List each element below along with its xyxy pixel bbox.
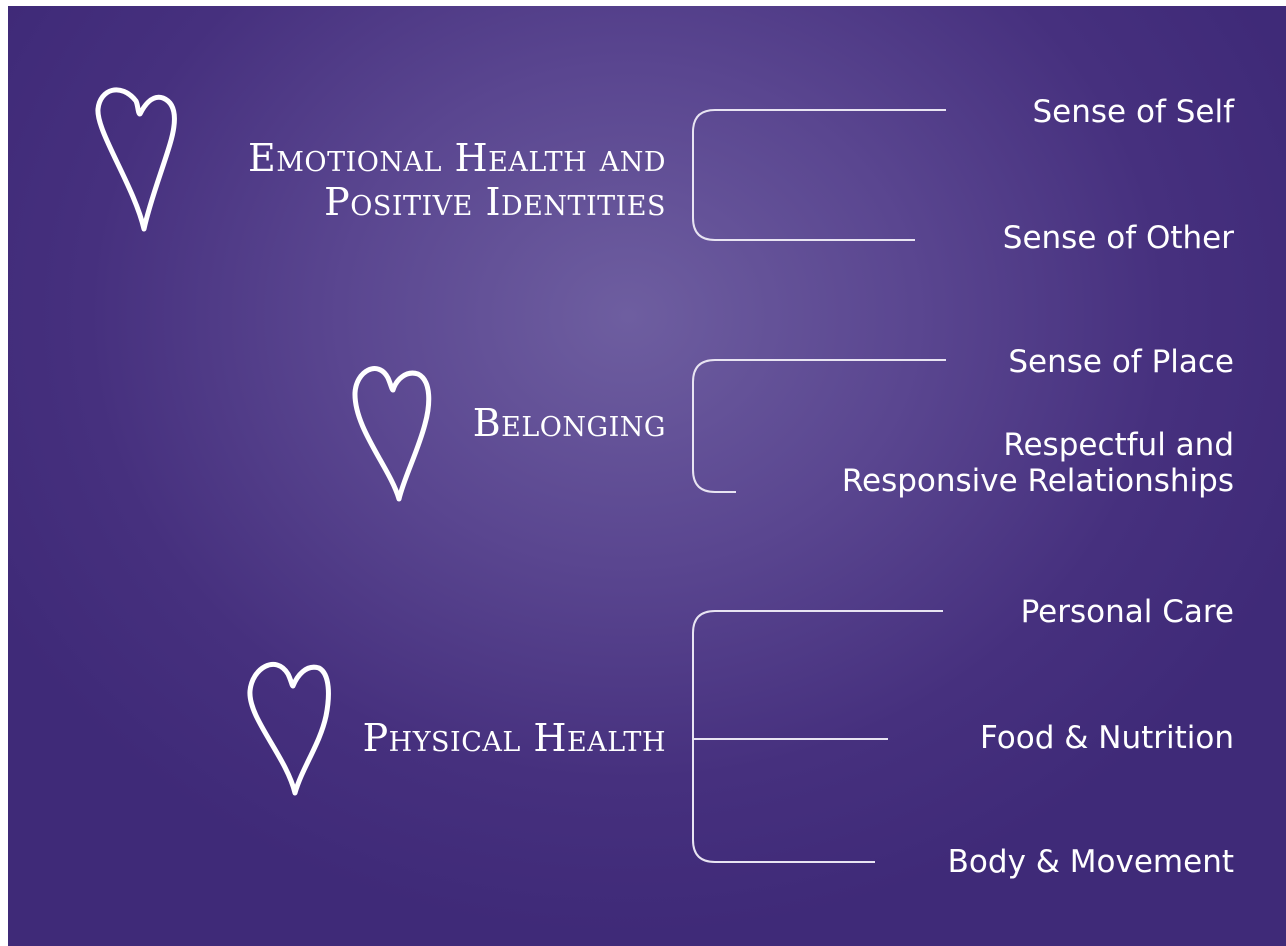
group-heading-belonging: Belonging xyxy=(472,401,666,445)
item-respectful-relationships: Respectful and Responsive Relationships xyxy=(841,427,1234,499)
heart-outline-icon xyxy=(95,87,177,232)
heart-outline-icon xyxy=(247,661,331,796)
bracket-connector xyxy=(692,359,946,493)
item-sense-of-place: Sense of Place xyxy=(1008,344,1234,380)
group-heading-physical-health: Physical Health xyxy=(362,716,666,760)
diagram-canvas: Emotional Health and Positive Identities… xyxy=(8,6,1286,946)
heart-outline-icon xyxy=(352,366,432,502)
item-personal-care: Personal Care xyxy=(1020,594,1234,630)
bracket-connector xyxy=(692,109,946,241)
item-sense-of-other: Sense of Other xyxy=(1002,220,1234,256)
bracket-connector xyxy=(692,610,943,863)
diagram-connectors xyxy=(95,87,946,863)
group-heading-emotional-health: Emotional Health and Positive Identities xyxy=(248,136,666,224)
item-food-nutrition: Food & Nutrition xyxy=(980,720,1234,756)
item-sense-of-self: Sense of Self xyxy=(1032,94,1235,130)
item-body-movement: Body & Movement xyxy=(947,844,1234,880)
